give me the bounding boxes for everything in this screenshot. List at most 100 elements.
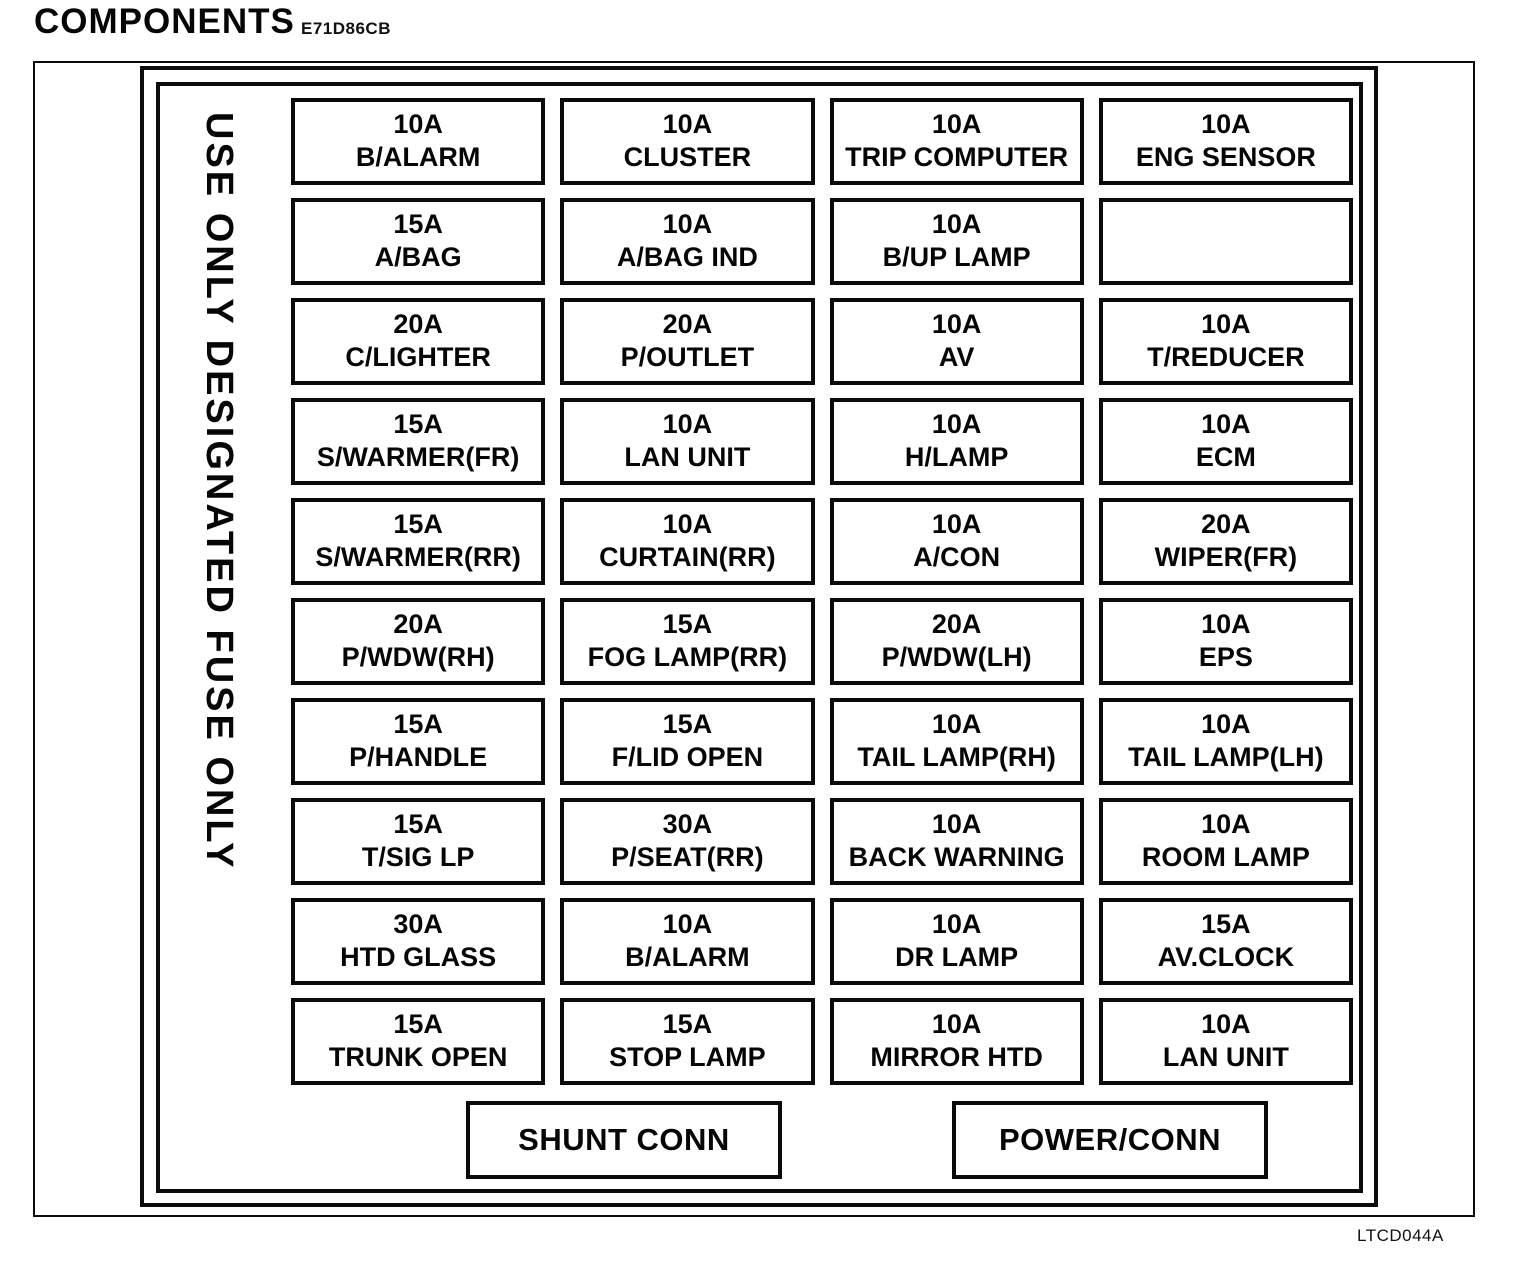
fuse-name-label: ECM (1195, 442, 1256, 472)
fuse-amp-label: 10A (1201, 409, 1251, 440)
fuse-amp-label: 20A (393, 309, 443, 340)
fuse-amp-label: 10A (662, 209, 713, 240)
fuse-name-label: TAIL LAMP(RH) (857, 742, 1056, 772)
fuse-name-label: A/BAG IND (616, 242, 758, 272)
fuse-name-label: ROOM LAMP (1141, 842, 1310, 872)
fusebox-outline (140, 66, 1378, 1207)
fuse-name-label: ENG SENSOR (1135, 142, 1316, 172)
fuse-amp-label: 20A (931, 609, 982, 640)
fuse-name-label: STOP LAMP (609, 1042, 766, 1072)
fusebox-inner-outline (156, 82, 1363, 1193)
fuse-name-label: BACK WARNING (848, 842, 1065, 872)
fuse-name-label: TAIL LAMP(LH) (1128, 742, 1324, 772)
fuse-name-label: FOG LAMP(RR) (587, 642, 788, 672)
fuse-name-label: P/SEAT(RR) (611, 842, 764, 872)
power-connector-label: POWER/CONN (999, 1122, 1221, 1157)
fuse-amp-label: 10A (1201, 609, 1251, 640)
fuse-name-label: TRUNK OPEN (328, 1042, 508, 1072)
fuse-amp-label: 15A (662, 709, 713, 740)
fuse-amp-label: 10A (1201, 309, 1251, 340)
fuse-amp-label: 10A (931, 209, 982, 240)
fuse-name-label: A/CON (913, 542, 1001, 572)
fuse-amp-label: 15A (393, 709, 443, 740)
fuse-name-label: EPS (1198, 642, 1253, 672)
fuse-amp-label: 10A (662, 109, 713, 140)
diagram-frame (33, 61, 1475, 1217)
fuse-amp-label: 30A (393, 909, 443, 940)
power-connector-box: POWER/CONN (952, 1101, 1268, 1179)
fuse-name-label: H/LAMP (904, 442, 1009, 472)
fuse-amp-label: 10A (1201, 109, 1251, 140)
fuse-amp-label: 10A (662, 909, 713, 940)
fuse-name-label: P/OUTLET (620, 342, 755, 372)
fuse-amp-label: 15A (1201, 909, 1251, 940)
fuse-amp-label: 15A (662, 609, 713, 640)
fuse-amp-label: 10A (393, 109, 443, 140)
fuse-name-label: MIRROR HTD (870, 1042, 1043, 1072)
fuse-name-label: HTD GLASS (340, 942, 497, 972)
fuse-name-label: C/LIGHTER (345, 342, 491, 372)
fuse-amp-label: 20A (393, 609, 443, 640)
shunt-connector-label: SHUNT CONN (518, 1122, 730, 1157)
fuse-name-label: LAN UNIT (1162, 1042, 1289, 1072)
fuse-amp-label: 10A (662, 509, 713, 540)
section-code: E71D86CB (301, 19, 391, 38)
fuse-name-label: A/BAG (374, 242, 462, 272)
fuse-amp-label: 30A (662, 809, 713, 840)
fuse-amp-label: 15A (662, 1009, 713, 1040)
fuse-amp-label: 10A (931, 109, 982, 140)
fuse-name-label: F/LID OPEN (611, 742, 764, 772)
page-title: COMPONENTS (34, 2, 295, 41)
fuse-name-label: B/ALARM (625, 942, 750, 972)
fuse-amp-label: 10A (931, 809, 982, 840)
fuse-name-label: LAN UNIT (624, 442, 751, 472)
figure-code: LTCD044A (1357, 1226, 1444, 1245)
fuse-name-label: T/SIG LP (361, 842, 475, 872)
fuse-name-label: AV.CLOCK (1157, 942, 1295, 972)
fuse-amp-label: 15A (393, 809, 443, 840)
fuse-amp-label: 10A (931, 909, 982, 940)
fuse-cell-empty (1098, 198, 1353, 285)
fuse-name-label: P/WDW(RH) (341, 642, 495, 672)
fuse-amp-label: 10A (1201, 1009, 1251, 1040)
fuse-amp-label: 10A (662, 409, 713, 440)
fuse-name-label: S/WARMER(FR) (316, 442, 520, 472)
fuse-amp-label: 15A (393, 409, 443, 440)
fuse-name-label: DR LAMP (895, 942, 1019, 972)
fuse-name-label: P/HANDLE (349, 742, 488, 772)
fuse-amp-label: 20A (1201, 509, 1251, 540)
fuse-amp-label: 10A (1201, 809, 1251, 840)
